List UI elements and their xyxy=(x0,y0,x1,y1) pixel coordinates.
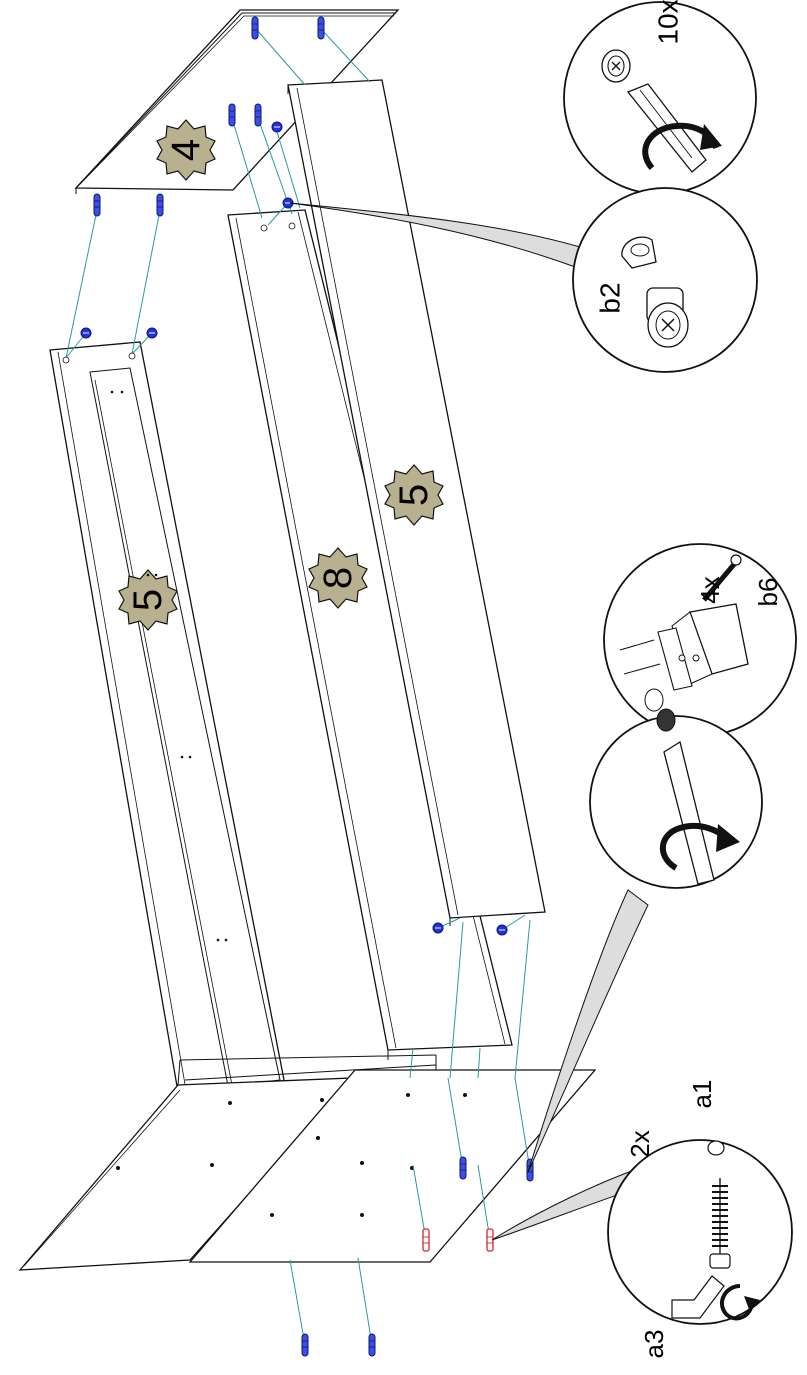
callout-screwdriver xyxy=(589,708,763,889)
callout-b6-code: b6 xyxy=(753,578,783,607)
cam-lock-icon xyxy=(656,708,676,732)
cam-lock-icon xyxy=(601,49,631,83)
pointer-tails xyxy=(289,202,658,1241)
svg-text:4: 4 xyxy=(164,139,208,161)
badge-rail-8: 8 xyxy=(308,547,368,609)
rotate-arrow-icon xyxy=(642,122,722,170)
callout-b2-code: b2 xyxy=(595,282,626,313)
callout-a3-code: a3 xyxy=(639,1330,669,1359)
end-panel-bottom xyxy=(18,1054,597,1271)
screw-icon xyxy=(707,1140,731,1269)
panel-4 xyxy=(74,9,400,194)
callout-b6: 4x b6 xyxy=(603,543,797,737)
callout-10x: 10x xyxy=(563,0,757,195)
rail-5-left xyxy=(49,341,286,1093)
callout-b6-quantity: 4x xyxy=(695,576,725,603)
callout-a1: 2x a1 a3 xyxy=(607,1080,793,1359)
svg-text:8: 8 xyxy=(316,567,360,589)
badge-panel-4: 4 xyxy=(156,119,216,181)
badge-rail-5-left: 5 xyxy=(118,569,178,631)
callout-10x-quantity: 10x xyxy=(653,0,684,45)
svg-text:5: 5 xyxy=(126,589,170,611)
screw-icon xyxy=(702,554,742,602)
callout-b2: b2 xyxy=(572,187,758,373)
svg-text:5: 5 xyxy=(392,484,436,506)
fasteners xyxy=(62,16,534,1357)
cam-lock-icon xyxy=(621,236,689,348)
allen-key-icon xyxy=(671,1275,725,1319)
dowel-icon xyxy=(619,603,749,691)
rotate-arrow-icon xyxy=(659,823,740,871)
callout-a1-code: a1 xyxy=(687,1080,717,1109)
callout-a1-quantity: 2x xyxy=(625,1130,655,1157)
screwdriver-icon xyxy=(663,740,715,885)
rotate-arrow-icon xyxy=(720,1284,760,1321)
badge-rail-5-right: 5 xyxy=(384,464,444,526)
